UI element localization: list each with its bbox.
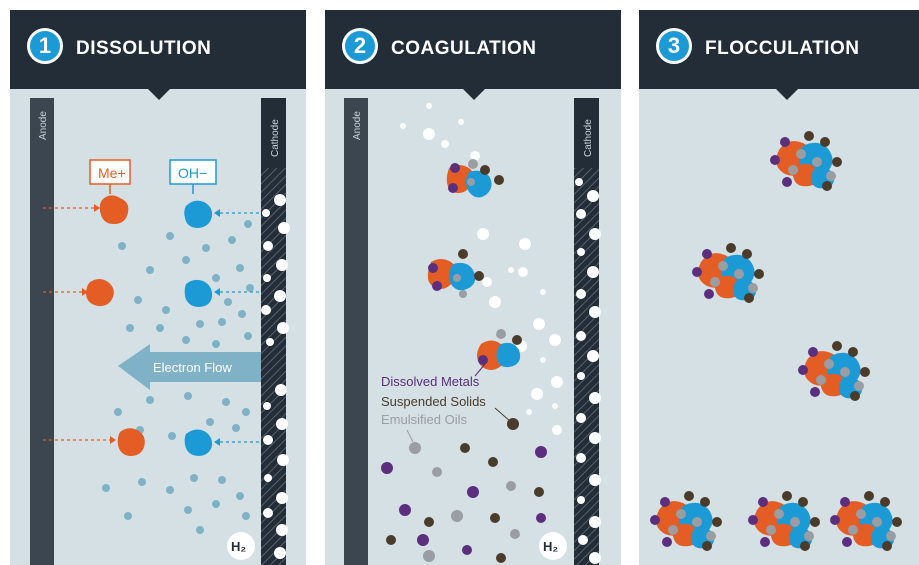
header-pointer (463, 89, 485, 100)
cathode-label: Cathode (583, 119, 594, 157)
anode-label: Anode (352, 111, 363, 140)
step-number-badge: 2 (342, 28, 378, 64)
floc-cluster (692, 243, 764, 303)
hydroxide-arrows (220, 212, 260, 443)
contaminant-particles (381, 442, 547, 563)
hydrogen-bubbles (400, 103, 601, 564)
step-number-badge: 1 (27, 28, 63, 64)
panel-dissolution: Anode Cathode (10, 10, 306, 565)
anode-electrode (30, 98, 54, 565)
metal-ion-arrows (43, 207, 110, 441)
hydroxide-particles (102, 220, 254, 534)
dissolution-illustration: Anode Cathode (30, 98, 290, 565)
floc-cluster (650, 491, 722, 551)
panel-title: COAGULATION (391, 38, 537, 59)
step-number-badge: 3 (656, 28, 692, 64)
header-pointer (776, 89, 798, 100)
svg-text:H₂: H₂ (231, 539, 246, 554)
hydroxide-ions (184, 200, 213, 456)
anode-label: Anode (38, 111, 49, 140)
hydroxide-ion-label: OH− (169, 159, 217, 194)
panel-header: 1 DISSOLUTION (10, 10, 306, 89)
hydrogen-badge: H₂ (227, 532, 255, 560)
hydroxide-arrowheads (214, 209, 220, 446)
floc-cluster (446, 159, 504, 198)
panel-background (639, 10, 919, 565)
cathode-label: Cathode (270, 119, 281, 157)
metal-ions (86, 195, 145, 456)
cathode-electrode (574, 98, 599, 565)
metal-ion-arrowheads (82, 204, 116, 444)
floc-cluster (748, 491, 820, 551)
panel-coagulation: Anode Cathode (325, 10, 621, 565)
legend: Dissolved Metals Suspended Solids Emulsi… (381, 363, 512, 443)
svg-text:Me+: Me+ (98, 165, 126, 181)
electron-flow-label: Electron Flow (153, 360, 232, 375)
panel-header: 3 FLOCCULATION (639, 10, 919, 89)
metal-ion-label: Me+ (89, 159, 131, 194)
electron-flow-arrow: Electron Flow (118, 344, 261, 390)
panel-flocculation: 3 FLOCCULATION (639, 10, 919, 565)
header-pointer (148, 89, 170, 100)
panel-background (325, 10, 621, 565)
floc-cluster (798, 341, 870, 401)
floc-cluster (770, 131, 842, 191)
legend-emulsified-oils: Emulsified Oils (381, 412, 467, 427)
hydrogen-bubbles (261, 194, 290, 559)
legend-dissolved-metals: Dissolved Metals (381, 374, 480, 389)
panel-title: DISSOLUTION (76, 38, 212, 59)
coagulation-illustration: Anode Cathode (344, 98, 601, 565)
floc-cluster (477, 329, 522, 370)
floc-cluster (830, 491, 902, 551)
panel-background (10, 10, 306, 565)
panel-title: FLOCCULATION (705, 38, 860, 59)
hydrogen-badge: H₂ (539, 532, 567, 560)
svg-text:OH−: OH− (178, 165, 207, 181)
panel-header: 2 COAGULATION (325, 10, 621, 89)
svg-text:H₂: H₂ (543, 539, 558, 554)
anode-electrode (344, 98, 368, 565)
legend-suspended-solids: Suspended Solids (381, 394, 486, 409)
floc-cluster (427, 249, 484, 298)
